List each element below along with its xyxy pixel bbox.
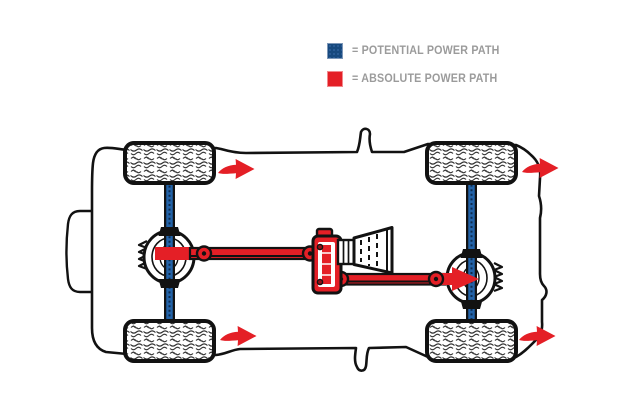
potential-power-swatch-icon (327, 43, 343, 59)
diff-flange (158, 227, 181, 236)
legend-label-absolute: = ABSOLUTE POWER PATH (352, 73, 498, 85)
front-bumper (65, 209, 92, 294)
front-right-wheel (123, 319, 216, 363)
bolt (316, 278, 324, 286)
rear-right-wheel (425, 319, 518, 363)
diff-flange (158, 279, 181, 288)
front-left-wheel (123, 141, 216, 185)
rear-axle (460, 179, 483, 323)
legend-item-absolute: = ABSOLUTE POWER PATH (327, 71, 508, 87)
transfer-case (311, 227, 343, 295)
u-joint (427, 270, 445, 288)
power-flow-arrow-rear (452, 267, 479, 291)
legend-label-potential: = POTENTIAL POWER PATH (352, 45, 500, 57)
front-driveshaft (155, 245, 319, 262)
diff-flange (460, 249, 483, 258)
bolt (316, 243, 324, 251)
absolute-power-swatch-icon (327, 71, 343, 87)
u-joint (195, 245, 213, 262)
legend-item-potential: = POTENTIAL POWER PATH (327, 43, 511, 59)
transmission-bell-housing (336, 226, 394, 275)
rear-left-wheel (425, 141, 518, 185)
diff-flange (460, 300, 483, 309)
